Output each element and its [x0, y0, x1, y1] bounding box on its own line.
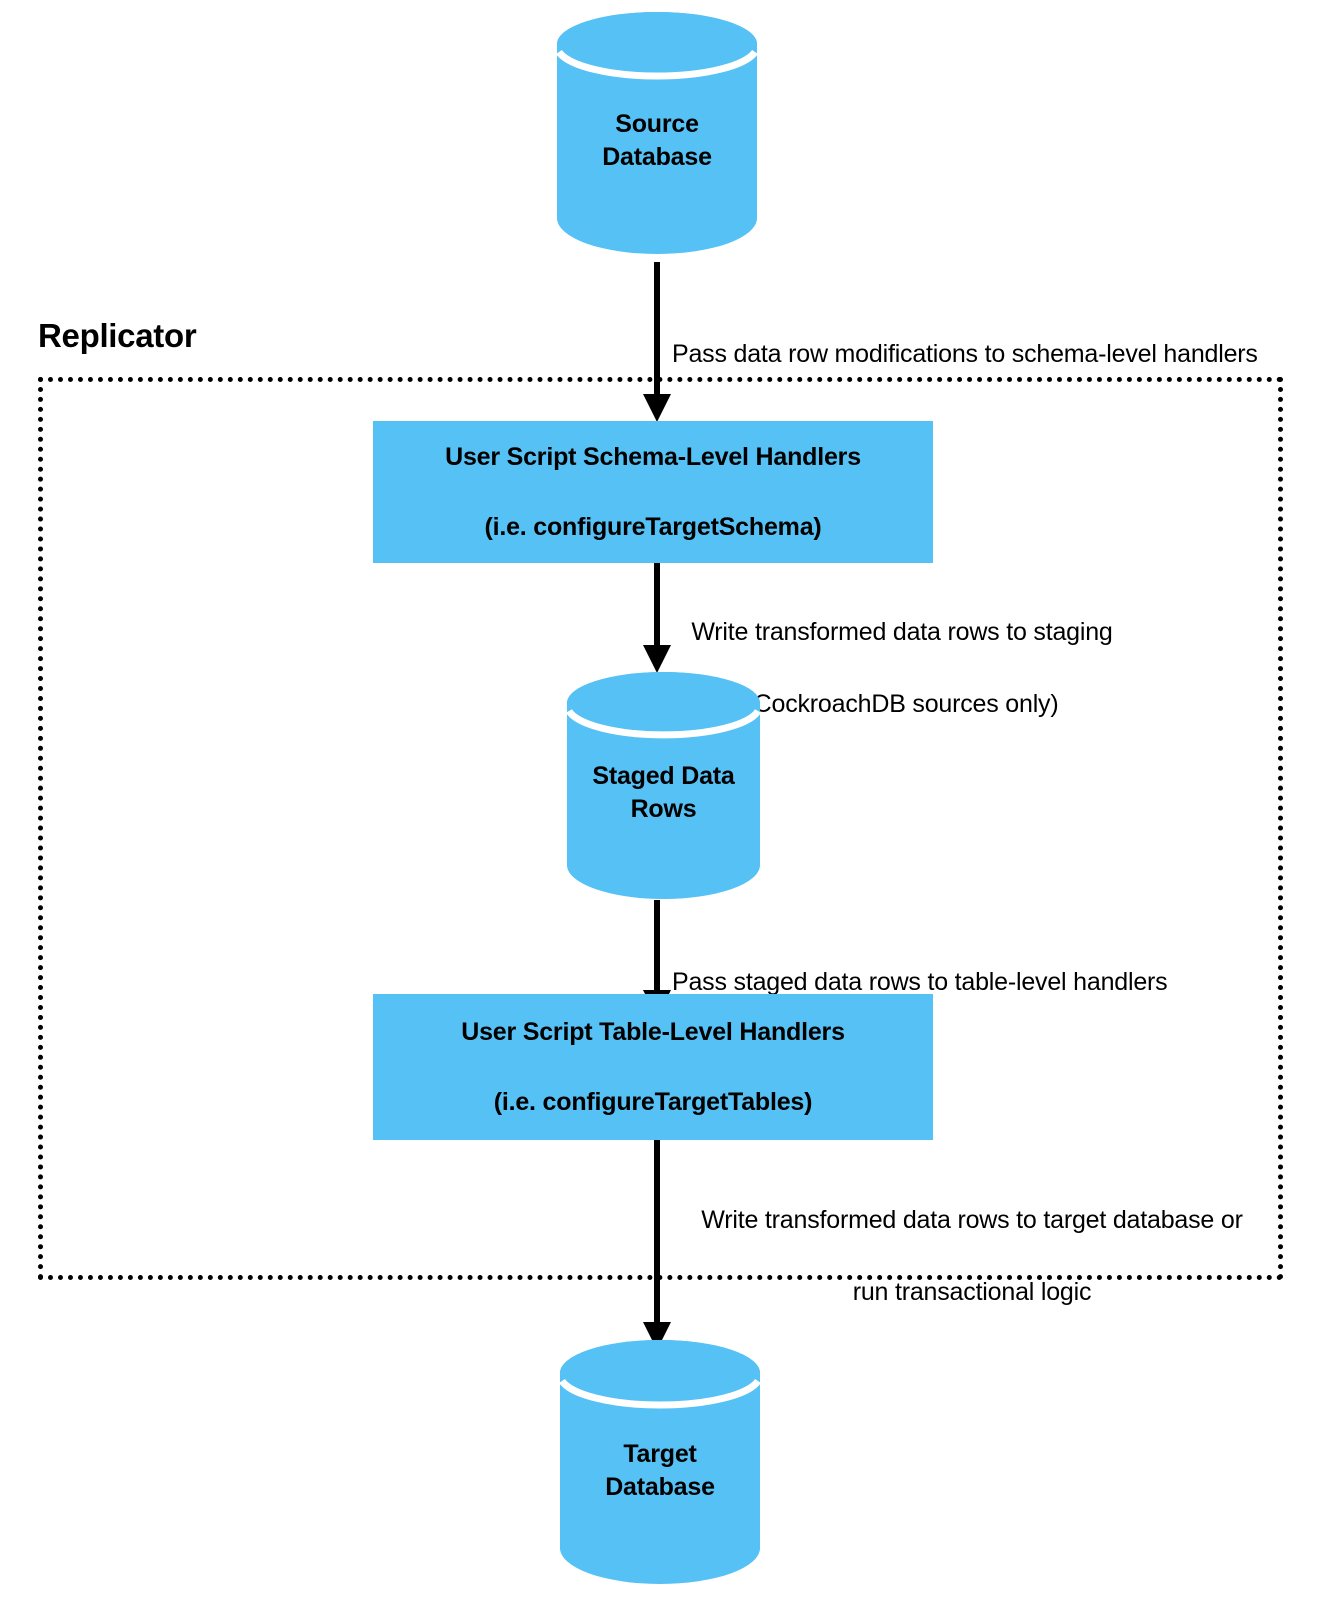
- node-label-line1: User Script Table-Level Handlers: [461, 1017, 845, 1046]
- node-table-level-handlers[interactable]: User Script Table-Level Handlers (i.e. c…: [373, 994, 933, 1140]
- cylinder-shape-target-database: [560, 1340, 760, 1584]
- edge-label-staging-to-table-handlers: Pass staged data rows to table-level han…: [672, 928, 1232, 1036]
- edge-label-table-handlers-to-target: Write transformed data rows to target da…: [672, 1166, 1272, 1346]
- replicator-boundary-box: [38, 377, 1283, 1280]
- edge-label-line1: Pass staged data rows to table-level han…: [672, 968, 1168, 996]
- edge-label-line1: Write transformed data rows to staging: [691, 618, 1113, 646]
- edge-label-line2: run transactional logic: [852, 1278, 1092, 1306]
- node-label-line2: (i.e. configureTargetTables): [493, 1087, 813, 1116]
- node-label-line1: User Script Schema-Level Handlers: [445, 442, 861, 471]
- cylinder-shape-staged-data-rows: [567, 672, 760, 899]
- edge-label-schema-handlers-to-staging: Write transformed data rows to staging (…: [672, 578, 1132, 758]
- node-target-database[interactable]: Target Database: [560, 1340, 760, 1590]
- replicator-boundary-title: Replicator: [38, 317, 197, 354]
- edge-label-line1: Pass data row modifications to schema-le…: [672, 340, 1258, 368]
- edge-label-line1: Write transformed data rows to target da…: [701, 1206, 1243, 1234]
- connector-table-handlers-to-target: [643, 1140, 671, 1350]
- node-label-table-level-handlers: User Script Table-Level Handlers (i.e. c…: [461, 980, 845, 1155]
- node-label-schema-level-handlers: User Script Schema-Level Handlers (i.e. …: [445, 405, 861, 580]
- node-label-line2: (i.e. configureTargetSchema): [484, 512, 822, 541]
- node-staged-data-rows[interactable]: Staged Data Rows: [567, 672, 760, 900]
- connector-schema-handlers-to-staging: [643, 563, 671, 673]
- cylinder-shape-source-database: [557, 12, 757, 254]
- edge-label-source-to-schema-handlers: Pass data row modifications to schema-le…: [672, 300, 1312, 408]
- edge-label-line2: (CockroachDB sources only): [745, 690, 1059, 718]
- node-schema-level-handlers[interactable]: User Script Schema-Level Handlers (i.e. …: [373, 421, 933, 563]
- node-source-database[interactable]: Source Database: [557, 12, 757, 260]
- connector-source-to-schema-handlers: [643, 262, 671, 422]
